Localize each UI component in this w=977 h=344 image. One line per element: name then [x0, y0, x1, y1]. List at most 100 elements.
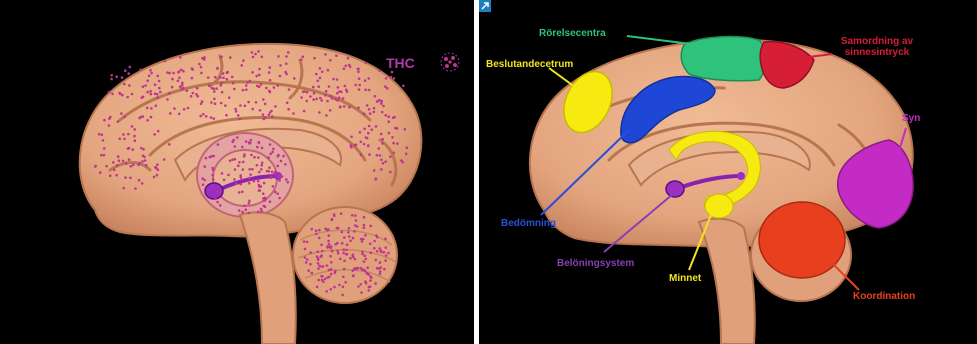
thc-dot: [331, 250, 334, 253]
thc-dot: [231, 141, 234, 144]
thc-dot: [115, 75, 118, 78]
thc-dot: [263, 199, 266, 202]
thc-dot: [350, 136, 353, 139]
thc-dot: [319, 67, 322, 70]
thc-dot: [198, 63, 201, 66]
thc-dot: [368, 89, 371, 92]
thc-dot: [146, 79, 149, 82]
thc-dot: [284, 71, 287, 74]
thc-dot: [200, 103, 203, 106]
thc-dot: [260, 210, 263, 213]
thc-dot: [363, 224, 366, 227]
thc-dot: [207, 76, 210, 79]
thc-dot: [374, 282, 377, 285]
thc-dot: [373, 111, 376, 114]
thc-dot: [341, 242, 344, 245]
thc-dot: [181, 82, 184, 85]
thc-dot: [205, 157, 208, 160]
thc-dot: [144, 84, 147, 87]
thc-dot: [325, 90, 328, 93]
thc-dot: [235, 110, 238, 113]
thc-dot: [309, 251, 312, 254]
thc-dot: [394, 127, 397, 130]
thc-dot: [238, 209, 241, 212]
thc-dot: [117, 155, 120, 158]
left-brain-stem: [240, 212, 296, 344]
thc-dot: [321, 70, 324, 73]
thc-dot: [351, 214, 354, 217]
thc-dot: [328, 276, 331, 279]
thc-dot: [127, 147, 130, 150]
thc-dot: [105, 165, 108, 168]
thc-dot: [302, 56, 305, 59]
thc-dot: [393, 77, 396, 80]
label-samordning: Samordning av sinnesintryck: [832, 36, 922, 58]
thc-dot: [329, 59, 332, 62]
thc-dot: [187, 107, 190, 110]
thc-dot: [330, 273, 333, 276]
thc-dot: [118, 92, 121, 95]
thc-dot: [142, 154, 145, 157]
thc-dot: [111, 93, 114, 96]
thc-dot: [277, 84, 280, 87]
thc-dot: [379, 261, 382, 264]
thc-dot: [369, 243, 372, 246]
thc-dot: [285, 62, 288, 65]
thc-dot: [224, 104, 227, 107]
thc-dot: [251, 108, 254, 111]
thc-dot: [292, 112, 295, 115]
thc-dot: [242, 89, 245, 92]
thc-dot: [327, 240, 330, 243]
thc-dot: [330, 288, 333, 291]
thc-dot: [145, 164, 148, 167]
label-samordning-line2: sinnesintryck: [832, 47, 922, 58]
thc-dot: [213, 87, 216, 90]
thc-dot: [312, 98, 315, 101]
thc-dot: [249, 173, 252, 176]
thc-dot: [317, 262, 320, 265]
thc-dot: [324, 94, 327, 97]
thc-dot: [319, 97, 322, 100]
thc-dot: [271, 115, 274, 118]
thc-dot: [328, 243, 331, 246]
thc-dot: [180, 69, 183, 72]
label-syn: Syn: [902, 113, 920, 124]
thc-dot: [330, 268, 333, 271]
thc-dot: [352, 237, 355, 240]
thc-dot: [99, 171, 102, 174]
thc-dot: [179, 56, 182, 59]
thc-dot: [384, 238, 387, 241]
thc-dot: [262, 113, 265, 116]
thc-dot: [374, 178, 377, 181]
label-beslutandecetrum: Beslutandecetrum: [486, 59, 573, 70]
thc-dot: [329, 109, 332, 112]
thc-dot: [278, 179, 281, 182]
thc-dot: [329, 255, 332, 258]
thc-dot: [375, 125, 378, 128]
thc-dot: [242, 168, 245, 171]
thc-dot: [331, 97, 334, 100]
thc-dot: [150, 93, 153, 96]
thc-dot: [376, 100, 379, 103]
thc-dot: [234, 158, 237, 161]
thc-dot: [268, 90, 271, 93]
thc-dot: [121, 76, 124, 79]
thc-dot: [370, 128, 373, 131]
thc-dot: [123, 138, 126, 141]
thc-dot: [264, 103, 267, 106]
thc-dot: [234, 108, 237, 111]
thc-dot: [250, 139, 253, 142]
thc-dot: [265, 87, 268, 90]
thc-dot: [327, 69, 330, 72]
thc-dot: [378, 99, 381, 102]
thc-dot: [217, 143, 220, 146]
thc-dot: [138, 117, 141, 120]
label-bedomning: Bedömning: [501, 218, 556, 229]
expand-icon[interactable]: [479, 0, 491, 12]
thc-dot: [357, 285, 360, 288]
thc-dot: [342, 252, 345, 255]
thc-dot: [288, 88, 291, 91]
thc-dot: [131, 93, 134, 96]
thc-dot: [121, 94, 124, 97]
thc-dot: [240, 178, 243, 181]
